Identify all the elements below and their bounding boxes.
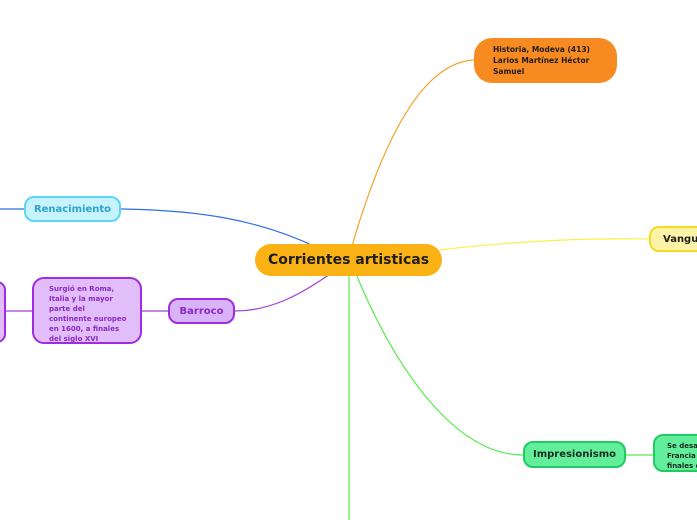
barroco-label: Barroco [179, 305, 224, 317]
renacimiento-node[interactable]: Renacimiento [24, 196, 121, 222]
renacimiento-label: Renacimiento [33, 203, 112, 215]
connector-central-renacimiento [120, 208, 319, 249]
connector-central-impresionismo [355, 273, 524, 456]
barroco-description-text: Surgió en Roma, Italia y la mayor parte … [49, 285, 127, 343]
connector-central-barroco [234, 273, 331, 312]
impresionismo-description-node[interactable]: Se desa Francia finales d [653, 434, 697, 472]
barroco-subtopic-node[interactable] [0, 281, 6, 343]
impresionismo-label: Impresionismo [532, 449, 617, 460]
barroco-description-node[interactable]: Surgió en Roma, Italia y la mayor parte … [32, 277, 142, 344]
vanguardia-node[interactable]: Vangua [649, 226, 697, 252]
impresionismo-description-text: Se desa Francia finales d [667, 442, 697, 470]
central-topic-node[interactable]: Corrientes artisticas [255, 244, 442, 276]
impresionismo-node[interactable]: Impresionismo [523, 441, 626, 468]
barroco-node[interactable]: Barroco [168, 298, 235, 324]
author-node[interactable]: Historia, Modeva (413) Larios Martínez H… [474, 38, 617, 83]
connector-central-author [351, 59, 477, 247]
connector-central-vanguardia [439, 238, 651, 251]
central-topic-label: Corrientes artisticas [267, 252, 430, 268]
vanguardia-label: Vangua [663, 233, 697, 245]
author-text: Historia, Modeva (413) Larios Martínez H… [493, 45, 590, 76]
